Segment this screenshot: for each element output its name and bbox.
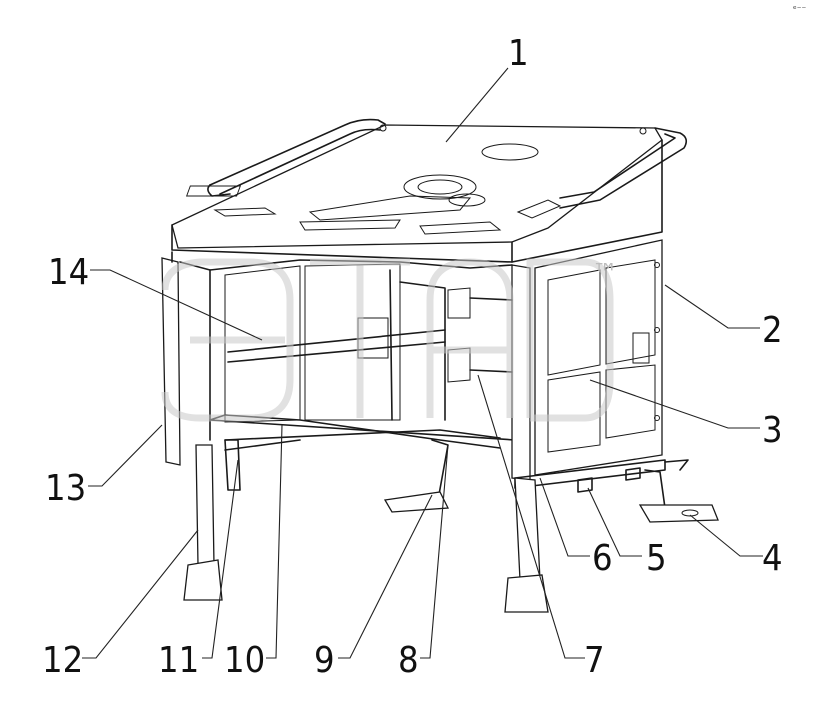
callout-10: 10 xyxy=(224,640,265,681)
leader-3 xyxy=(589,379,760,429)
leader-2 xyxy=(664,284,760,329)
legs xyxy=(183,439,719,613)
callout-13: 13 xyxy=(45,468,86,509)
callout-14: 14 xyxy=(48,252,89,293)
leader-4 xyxy=(689,514,763,557)
watermark-trademark: ™ xyxy=(592,259,618,289)
callout-5: 5 xyxy=(646,538,667,579)
callout-3: 3 xyxy=(762,410,783,451)
callout-7: 7 xyxy=(584,640,605,681)
callout-labels: 1 2 3 4 5 6 7 8 9 10 11 12 13 14 xyxy=(42,33,783,681)
callout-9: 9 xyxy=(314,640,335,681)
leader-1 xyxy=(445,67,509,143)
leader-13 xyxy=(88,424,163,487)
callout-6: 6 xyxy=(592,538,613,579)
inner-frame xyxy=(224,263,446,423)
callout-11: 11 xyxy=(158,640,199,681)
leader-12 xyxy=(82,529,199,659)
callout-1: 1 xyxy=(508,33,529,74)
leader-7 xyxy=(477,374,585,659)
leader-8 xyxy=(420,444,449,659)
watermark: ™ xyxy=(161,258,618,422)
callout-2: 2 xyxy=(762,310,783,351)
right-front-upright xyxy=(447,264,531,481)
top-cover xyxy=(171,118,688,263)
leader-9 xyxy=(338,494,433,659)
corner-mark: ᵉ⁻⁻ xyxy=(793,5,807,15)
leader-5 xyxy=(587,487,642,557)
leader-14 xyxy=(90,269,263,341)
callout-leaders xyxy=(82,67,763,659)
callout-4: 4 xyxy=(762,538,783,579)
callout-8: 8 xyxy=(398,640,419,681)
leader-6 xyxy=(539,477,590,557)
callout-12: 12 xyxy=(42,640,83,681)
leader-10 xyxy=(266,424,283,659)
leader-11 xyxy=(202,459,239,659)
